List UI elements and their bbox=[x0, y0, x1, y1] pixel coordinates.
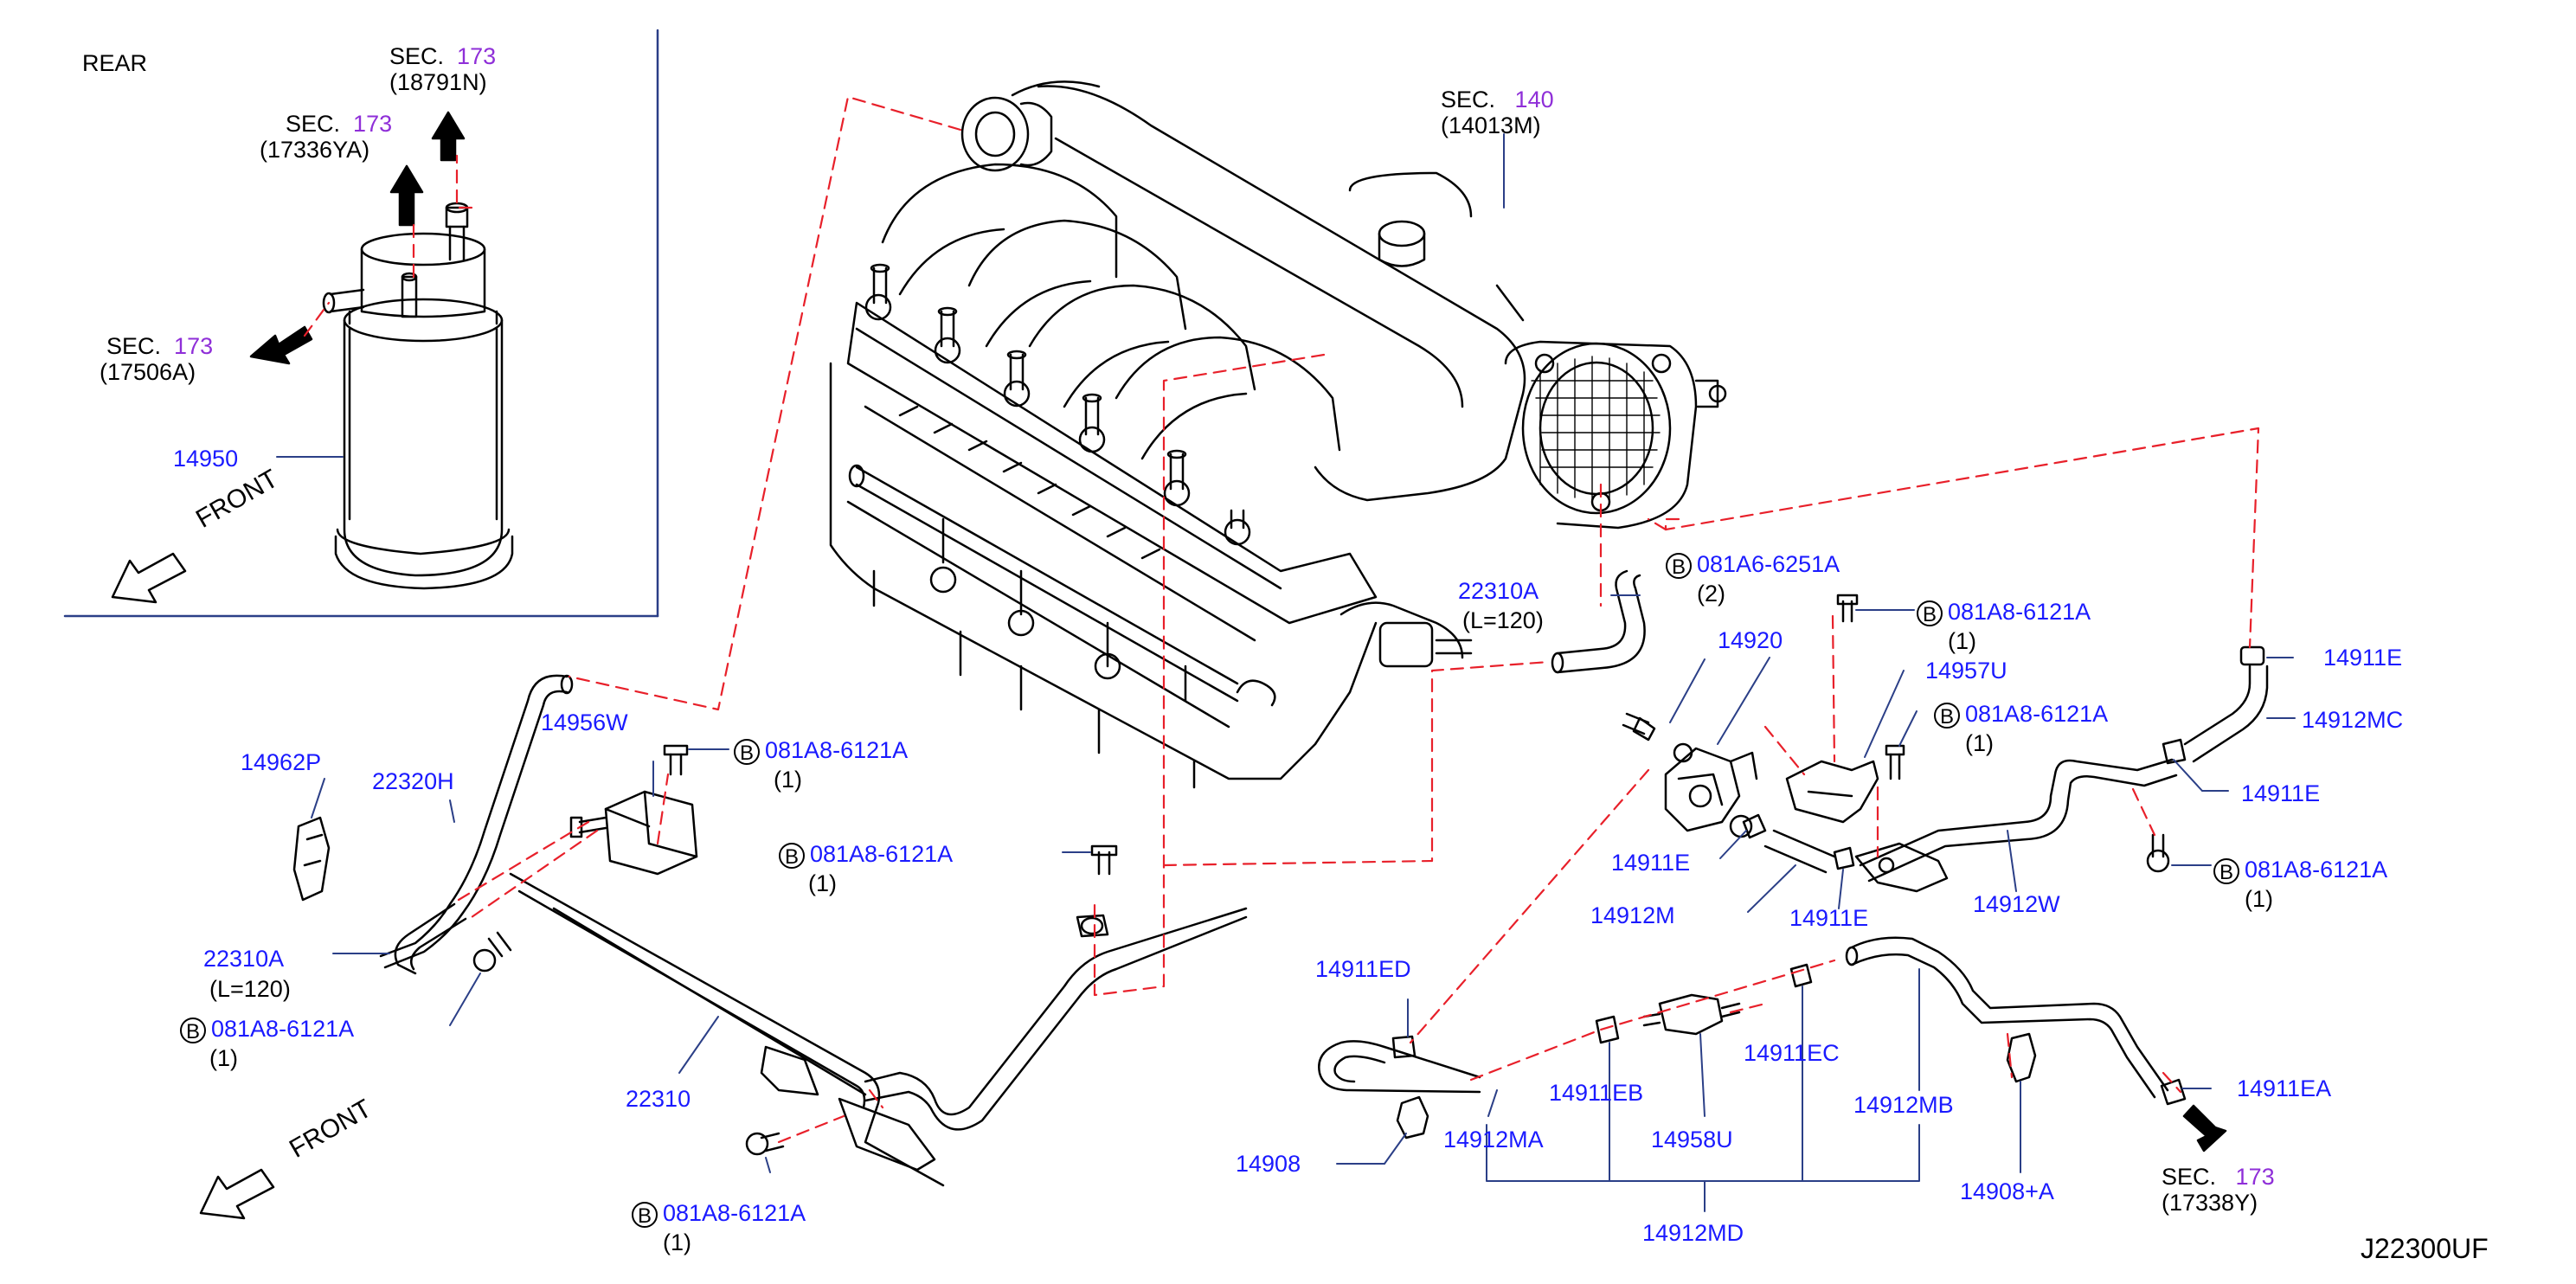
bolt-valve bbox=[663, 744, 689, 776]
part-label-22310: 22310 bbox=[626, 1086, 691, 1112]
hose-22310A-right bbox=[1551, 569, 1646, 674]
part-label-14911E-right: 14911E bbox=[2241, 780, 2321, 806]
part-label-14908A: 14908+A bbox=[1960, 1178, 2054, 1204]
part-label-14912MC: 14912MC bbox=[2302, 707, 2404, 733]
part-label-14911E-left: 14911E bbox=[1611, 850, 1691, 876]
part-label-14911ED: 14911ED bbox=[1315, 956, 1411, 982]
bolt-bottom bbox=[745, 1132, 785, 1156]
part-label-14911EB: 14911EB bbox=[1549, 1080, 1644, 1106]
part-label-14908: 14908 bbox=[1236, 1151, 1301, 1177]
part-label-22310A-left-length: (L=120) bbox=[209, 976, 291, 1002]
sec-ref-14013M: SEC. 140 (14013M) bbox=[1441, 87, 1554, 138]
hose-14912MB bbox=[1845, 936, 2169, 1099]
clamp-14911EB bbox=[1595, 1015, 1620, 1044]
filter-14958U bbox=[1642, 993, 1741, 1036]
hose-14912M bbox=[1763, 829, 1836, 874]
hose-14912MC bbox=[2183, 664, 2269, 763]
bolt-center-tube bbox=[1090, 844, 1118, 876]
sec-ref-17506A: SEC. 173 (17506A) bbox=[100, 333, 214, 385]
front-arrow-inset bbox=[111, 552, 187, 604]
bracket-lower-right bbox=[1854, 842, 1949, 893]
part-label-22310A-right-length: (L=120) bbox=[1462, 607, 1544, 633]
part-label-14912MA: 14912MA bbox=[1443, 1127, 1544, 1152]
dashed-guides bbox=[303, 95, 2260, 1144]
bolt-badge: B bbox=[632, 1201, 658, 1228]
part-label-14911EA: 14911EA bbox=[2237, 1075, 2332, 1101]
front-arrow-main bbox=[199, 1168, 275, 1220]
bolt-right-mid bbox=[1885, 744, 1905, 780]
part-label-14950: 14950 bbox=[173, 446, 239, 472]
hose-14912W bbox=[1859, 758, 2178, 883]
part-label-22310A-left: 22310A bbox=[203, 946, 285, 972]
part-label-14956W: 14956W bbox=[541, 709, 628, 735]
bolt-right-lower bbox=[2146, 833, 2170, 873]
clamp-14911EC bbox=[1789, 963, 1813, 988]
bolt-badge: B bbox=[180, 1017, 206, 1043]
bumper-14908 bbox=[1396, 1095, 1429, 1140]
part-label-14911E-lower: 14911E bbox=[1789, 905, 1869, 931]
clamp-14911E-left bbox=[1742, 813, 1767, 839]
part-label-22320H: 22320H bbox=[372, 768, 454, 794]
canister-14950 bbox=[322, 202, 514, 590]
diagram-code: J22300UF bbox=[2361, 1233, 2489, 1264]
clamp-14911EA bbox=[2160, 1078, 2187, 1106]
part-label-14911EC: 14911EC bbox=[1744, 1040, 1840, 1066]
bolt-left bbox=[472, 931, 512, 973]
bolt-badge: B bbox=[734, 738, 760, 765]
part-label-14920: 14920 bbox=[1718, 627, 1783, 653]
inset-title: REAR bbox=[82, 50, 148, 76]
clamp-14911E-lower bbox=[1833, 846, 1855, 870]
part-label-14912W: 14912W bbox=[1973, 891, 2060, 917]
sec-ref-17336YA: SEC. 173 (17336YA) bbox=[260, 111, 393, 163]
solenoid-valve-14956W bbox=[569, 790, 698, 876]
bolt-badge: B bbox=[1917, 600, 1943, 626]
inset-arrows bbox=[249, 111, 2227, 1152]
bumper-14908A bbox=[2006, 1032, 2037, 1083]
intake-manifold bbox=[829, 80, 1727, 789]
part-label-14912MD: 14912MD bbox=[1642, 1220, 1744, 1246]
hose-14912MA bbox=[1318, 1040, 1481, 1094]
hose-22310A-left bbox=[394, 902, 467, 975]
clamp-14911E-right bbox=[2162, 738, 2187, 765]
purge-valve-14920 bbox=[1622, 712, 1758, 838]
bolt-badge: B bbox=[779, 842, 805, 869]
part-label-14912M: 14912M bbox=[1590, 902, 1675, 928]
part-label-14912MB: 14912MB bbox=[1853, 1092, 1954, 1118]
bolt-badge: B bbox=[1666, 552, 1692, 579]
clip-14962P bbox=[292, 816, 331, 902]
part-label-14911E-top: 14911E bbox=[2323, 645, 2403, 671]
part-label-14957U: 14957U bbox=[1925, 658, 2007, 684]
sec-ref-18791N: SEC. 173 (18791N) bbox=[389, 43, 497, 95]
leader-lines bbox=[276, 133, 2296, 1212]
bolt-badge: B bbox=[2213, 857, 2239, 884]
part-label-22310A-right: 22310A bbox=[1458, 578, 1539, 604]
clamp-14911ED bbox=[1391, 1035, 1416, 1059]
part-label-14962P: 14962P bbox=[241, 749, 322, 775]
hose-22320H bbox=[379, 674, 574, 969]
part-label-14958U: 14958U bbox=[1651, 1127, 1733, 1152]
bracket-14957U bbox=[1785, 594, 1879, 824]
inset-frame bbox=[63, 29, 659, 618]
clamp-14911E-top bbox=[2239, 645, 2265, 666]
sec-ref-17338Y: SEC. 173 (17338Y) bbox=[2162, 1164, 2275, 1216]
bolt-badge: B bbox=[1934, 702, 1960, 729]
tube-22310 bbox=[509, 872, 1248, 1187]
